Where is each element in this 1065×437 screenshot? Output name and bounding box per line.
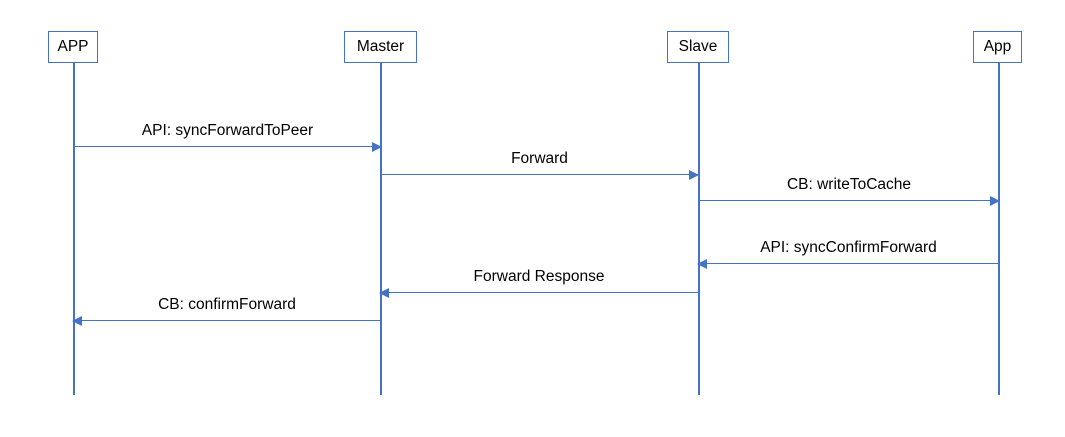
arrowhead-right-icon bbox=[689, 169, 699, 180]
message-label: API: syncForwardToPeer bbox=[141, 121, 314, 139]
message-api-syncconfirmforward[interactable]: API: syncConfirmForward bbox=[697, 239, 999, 269]
message-line bbox=[381, 174, 698, 176]
message-label: API: syncConfirmForward bbox=[760, 238, 937, 256]
arrowhead-left-icon bbox=[72, 315, 82, 326]
message-label: CB: confirmForward bbox=[158, 295, 296, 313]
participant-label: App bbox=[983, 38, 1012, 56]
participant-app-left[interactable]: APP bbox=[48, 31, 98, 63]
message-line bbox=[74, 146, 381, 148]
lifeline-app-right bbox=[998, 63, 1000, 395]
message-line bbox=[698, 263, 999, 265]
message-label: CB: writeToCache bbox=[786, 175, 912, 193]
message-forward[interactable]: Forward bbox=[381, 150, 699, 180]
arrowhead-left-icon bbox=[697, 258, 707, 269]
message-api-syncforwardtopeer[interactable]: API: syncForwardToPeer bbox=[74, 122, 382, 152]
arrowhead-left-icon bbox=[379, 287, 389, 298]
message-cb-confirmforward[interactable]: CB: confirmForward bbox=[72, 296, 381, 326]
participant-app-right[interactable]: App bbox=[973, 31, 1022, 63]
message-label: Forward bbox=[511, 149, 568, 167]
arrowhead-right-icon bbox=[372, 141, 382, 152]
participant-label: APP bbox=[57, 38, 89, 56]
message-line bbox=[699, 200, 999, 202]
participant-label: Master bbox=[356, 38, 405, 56]
message-forward-response[interactable]: Forward Response bbox=[379, 268, 698, 298]
lifeline-slave bbox=[698, 63, 700, 395]
participant-master[interactable]: Master bbox=[344, 31, 417, 63]
message-label: Forward Response bbox=[473, 267, 605, 285]
participant-slave[interactable]: Slave bbox=[667, 31, 729, 63]
message-line bbox=[73, 320, 381, 322]
arrowhead-right-icon bbox=[990, 195, 1000, 206]
lifeline-master bbox=[380, 63, 382, 395]
lifeline-app-left bbox=[73, 63, 75, 395]
message-cb-writetocache[interactable]: CB: writeToCache bbox=[699, 176, 1000, 206]
message-line bbox=[380, 292, 698, 294]
participant-label: Slave bbox=[678, 38, 718, 56]
